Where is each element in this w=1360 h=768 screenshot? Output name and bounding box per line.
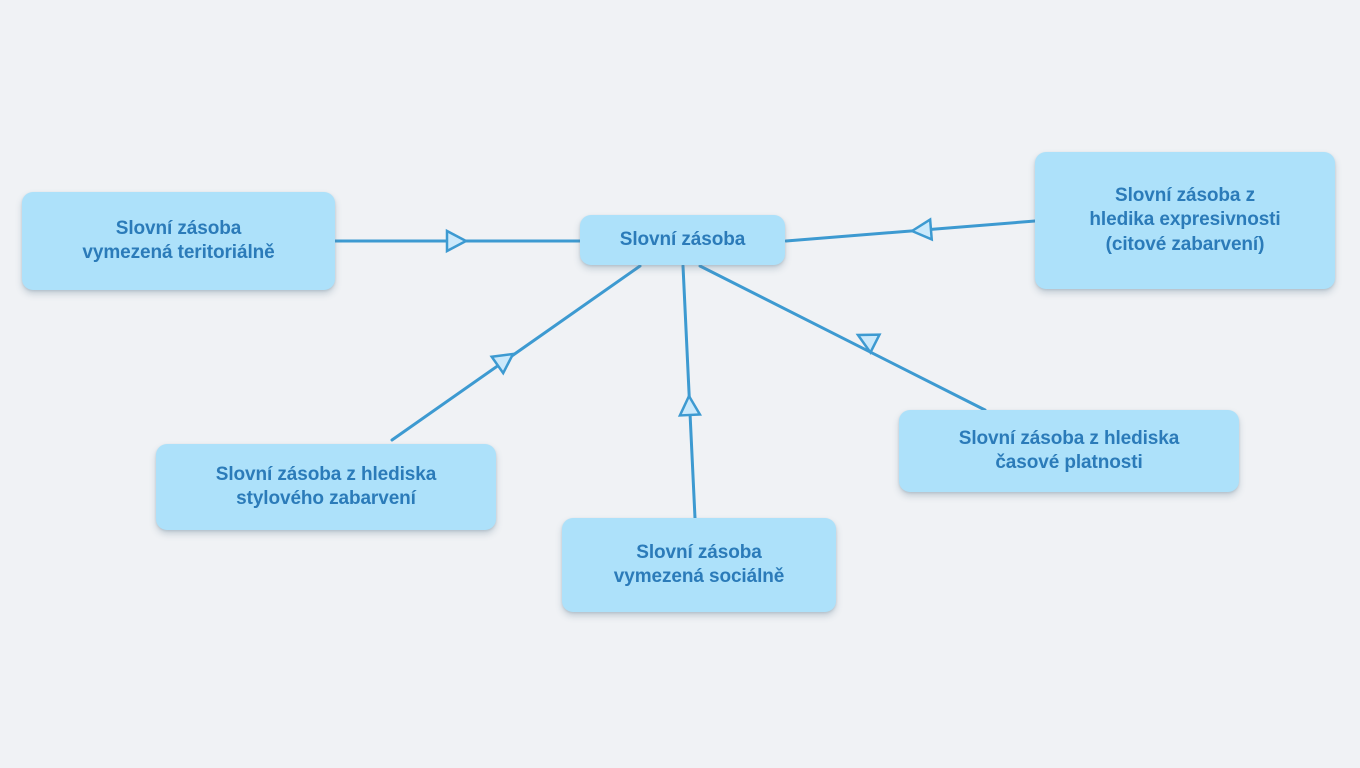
node-central-slovni-zasoba[interactable]: Slovní zásoba [580,215,785,265]
node-label: Slovní zásoba vymezená teritoriálně [82,217,275,263]
node-label: Slovní zásoba [619,228,746,250]
node-label: Slovní zásoba z hlediska časové platnost… [958,427,1180,473]
edge-socialne [677,264,703,520]
edge-teritorialne [333,228,582,254]
arrowhead-icon [855,333,882,355]
node-label: Slovní zásoba vymezená sociálně [613,541,785,587]
edge-stylove [390,264,642,442]
node-expresivnost[interactable]: Slovní zásoba z hledika expresivnosti (c… [1035,152,1335,289]
arrowhead-icon [677,393,703,417]
node-casova-platnost[interactable]: Slovní zásoba z hlediska časové platnost… [899,410,1239,492]
edge-expresivnost [784,217,1037,243]
node-label: Slovní zásoba z hlediska stylového zabar… [215,463,437,509]
arrowhead-icon [489,352,516,376]
node-teritorialne[interactable]: Slovní zásoba vymezená teritoriálně [22,192,335,290]
arrowhead-icon [445,228,469,254]
node-label: Slovní zásoba z hledika expresivnosti (c… [1089,185,1281,255]
node-stylove-zabarveni[interactable]: Slovní zásoba z hlediska stylového zabar… [156,444,496,530]
node-socialne[interactable]: Slovní zásoba vymezená sociálně [562,518,836,612]
edge-casova [698,264,987,412]
arrowhead-icon [909,217,934,242]
